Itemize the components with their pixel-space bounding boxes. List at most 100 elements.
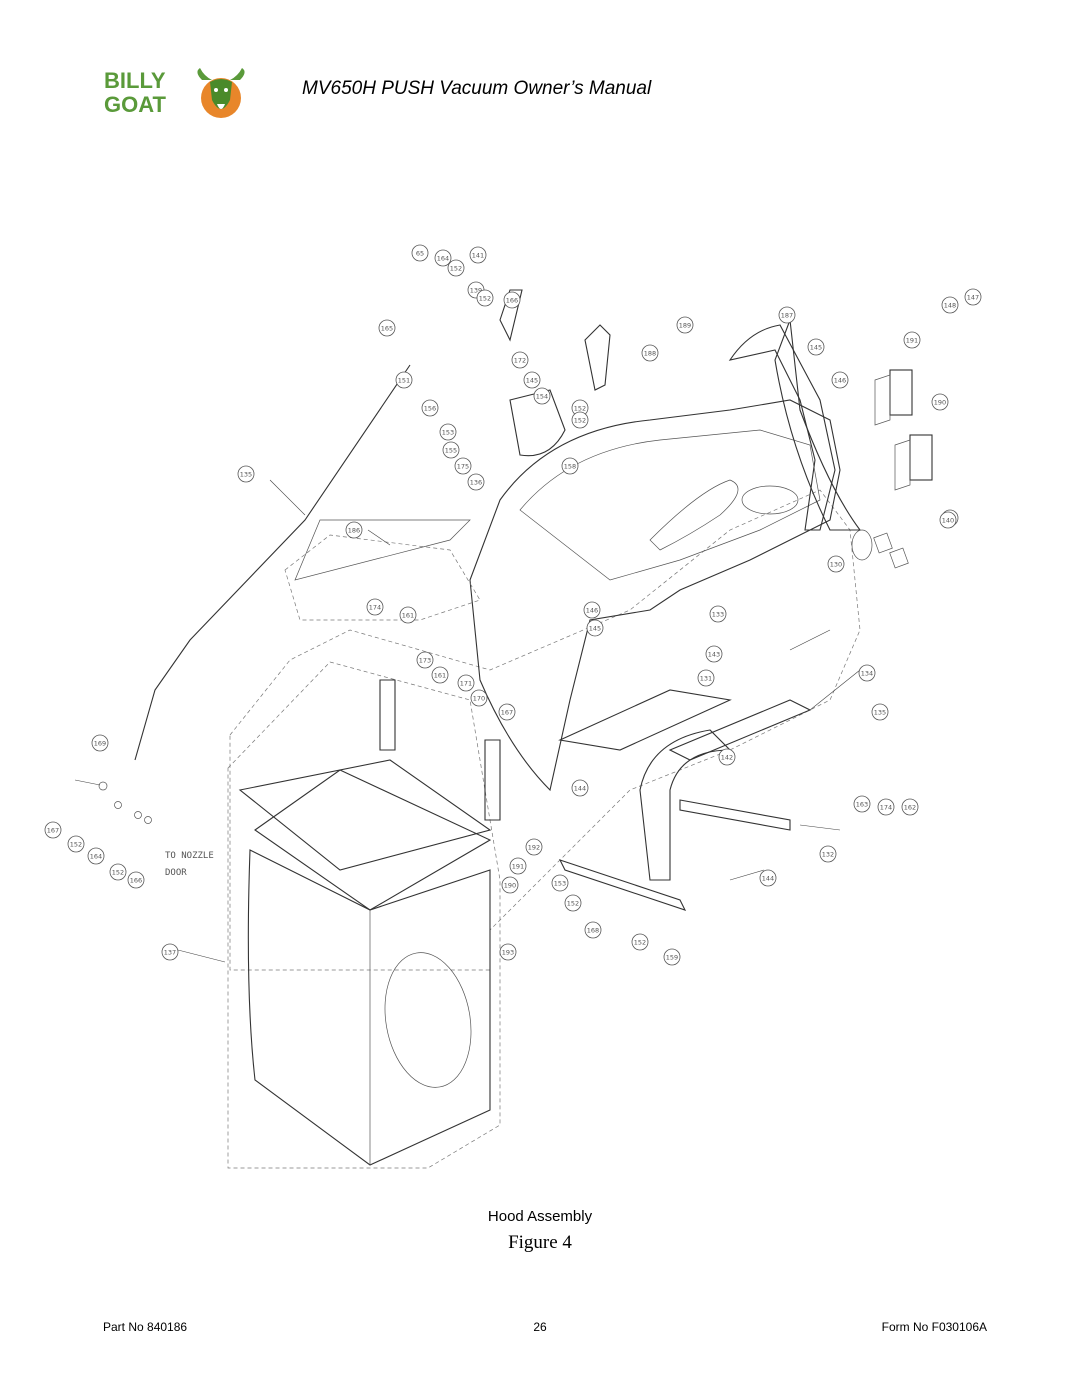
callout-label: 137 (164, 949, 176, 957)
latch-lower (909, 434, 933, 481)
callout-bubble (416, 651, 434, 669)
callout-bubble (831, 371, 849, 389)
callout-bubble (434, 249, 452, 267)
callout-bubble (87, 847, 105, 865)
latch-bracket-upper (874, 374, 891, 426)
handle-bar (728, 324, 836, 531)
callout-label: 152 (634, 939, 646, 947)
callout-bubble (561, 457, 579, 475)
callout-label: 152 (574, 405, 586, 413)
callout-label: 151 (398, 377, 410, 385)
callout-bubble (345, 521, 363, 539)
callout-label: 130 (830, 561, 842, 569)
callout-label: 168 (587, 927, 599, 935)
callout-label: 139 (470, 287, 482, 295)
callout-label: 188 (644, 350, 656, 358)
callout-label: 186 (348, 527, 360, 535)
callout-label: 156 (424, 405, 436, 413)
base-rail (558, 859, 687, 911)
goat-head-icon (197, 68, 245, 118)
callout-bubble (476, 289, 494, 307)
callout-bubble (778, 306, 796, 324)
callout-bubble (903, 331, 921, 349)
callout-label: 174 (880, 804, 892, 812)
callout-label: 144 (574, 785, 586, 793)
callout-label: 152 (574, 417, 586, 425)
callout-label: 165 (381, 325, 393, 333)
callout-bubble (503, 291, 521, 309)
callout-bubble (447, 259, 465, 277)
callout-bubble (501, 876, 519, 894)
callout-label: 189 (679, 322, 691, 330)
callout-bubble (697, 669, 715, 687)
callout-label: 163 (856, 801, 868, 809)
leader-lines (177, 479, 861, 963)
callout-label: 153 (554, 880, 566, 888)
callout-bubble (631, 933, 649, 951)
callout-bubble (523, 371, 541, 389)
billy-goat-logo: BILLY GOAT (104, 66, 250, 124)
callout-label: 164 (90, 853, 102, 861)
callout-bubble (901, 798, 919, 816)
callout-bubble (127, 871, 145, 889)
callout-bubble (759, 869, 777, 887)
hardware-group-left (74, 779, 152, 824)
bag-body (247, 849, 491, 1166)
callout-bubble (877, 798, 895, 816)
side-plate-boundary (284, 534, 481, 621)
callout-bubble (583, 601, 601, 619)
callout-label: 172 (514, 357, 526, 365)
callout-label: 192 (528, 844, 540, 852)
callout-label: 133 (712, 611, 724, 619)
callout-label: 146 (834, 377, 846, 385)
callout-bubble (551, 874, 569, 892)
callout-bubble (571, 411, 589, 429)
callout-label: 170 (473, 695, 485, 703)
callout-bubble (525, 838, 543, 856)
latch-post-left (379, 679, 396, 751)
callout-bubble (584, 921, 602, 939)
callout-bubble (470, 689, 488, 707)
callout-bubble (939, 511, 957, 529)
callout-bubble (411, 244, 429, 262)
callout-bubble (871, 703, 889, 721)
callout-bubble (366, 598, 384, 616)
callout-bubble (237, 465, 255, 483)
callout-label: 155 (445, 447, 457, 455)
callout-bubble (421, 399, 439, 417)
callout-label: 191 (906, 337, 918, 345)
callout-label: 167 (501, 709, 513, 717)
note-door: DOOR (165, 868, 187, 878)
callout-label: 191 (512, 863, 524, 871)
callout-bubble (457, 674, 475, 692)
control-rod (134, 364, 411, 761)
callout-label: 134 (861, 670, 873, 678)
callout-label: 136 (470, 479, 482, 487)
callout-bubble (705, 645, 723, 663)
callout-label: 65 (416, 250, 424, 258)
callout-bubble (827, 555, 845, 573)
callout-bubble (586, 619, 604, 637)
throttle-plate (509, 389, 566, 457)
callout-bubble (109, 863, 127, 881)
callout-label: 152 (70, 841, 82, 849)
callout-label: 135 (240, 471, 252, 479)
callout-label: 162 (904, 804, 916, 812)
callout-label: 158 (564, 463, 576, 471)
figure-caption-assembly: Hood Assembly (487, 1208, 593, 1225)
callout-label: 131 (700, 675, 712, 683)
latch-post-right (484, 739, 501, 821)
callout-label: 190 (504, 882, 516, 890)
callout-bubble (499, 943, 517, 961)
callout-bubble (44, 821, 62, 839)
callout-label: 164 (437, 255, 449, 263)
callout-label: 132 (822, 851, 834, 859)
callout-bubble (641, 344, 659, 362)
callout-bubble (941, 296, 959, 314)
callout-bubble (676, 316, 694, 334)
footer-form-number: Form No F030106A (881, 1320, 987, 1334)
callout-label: 152 (112, 869, 124, 877)
callout-bubble (67, 835, 85, 853)
